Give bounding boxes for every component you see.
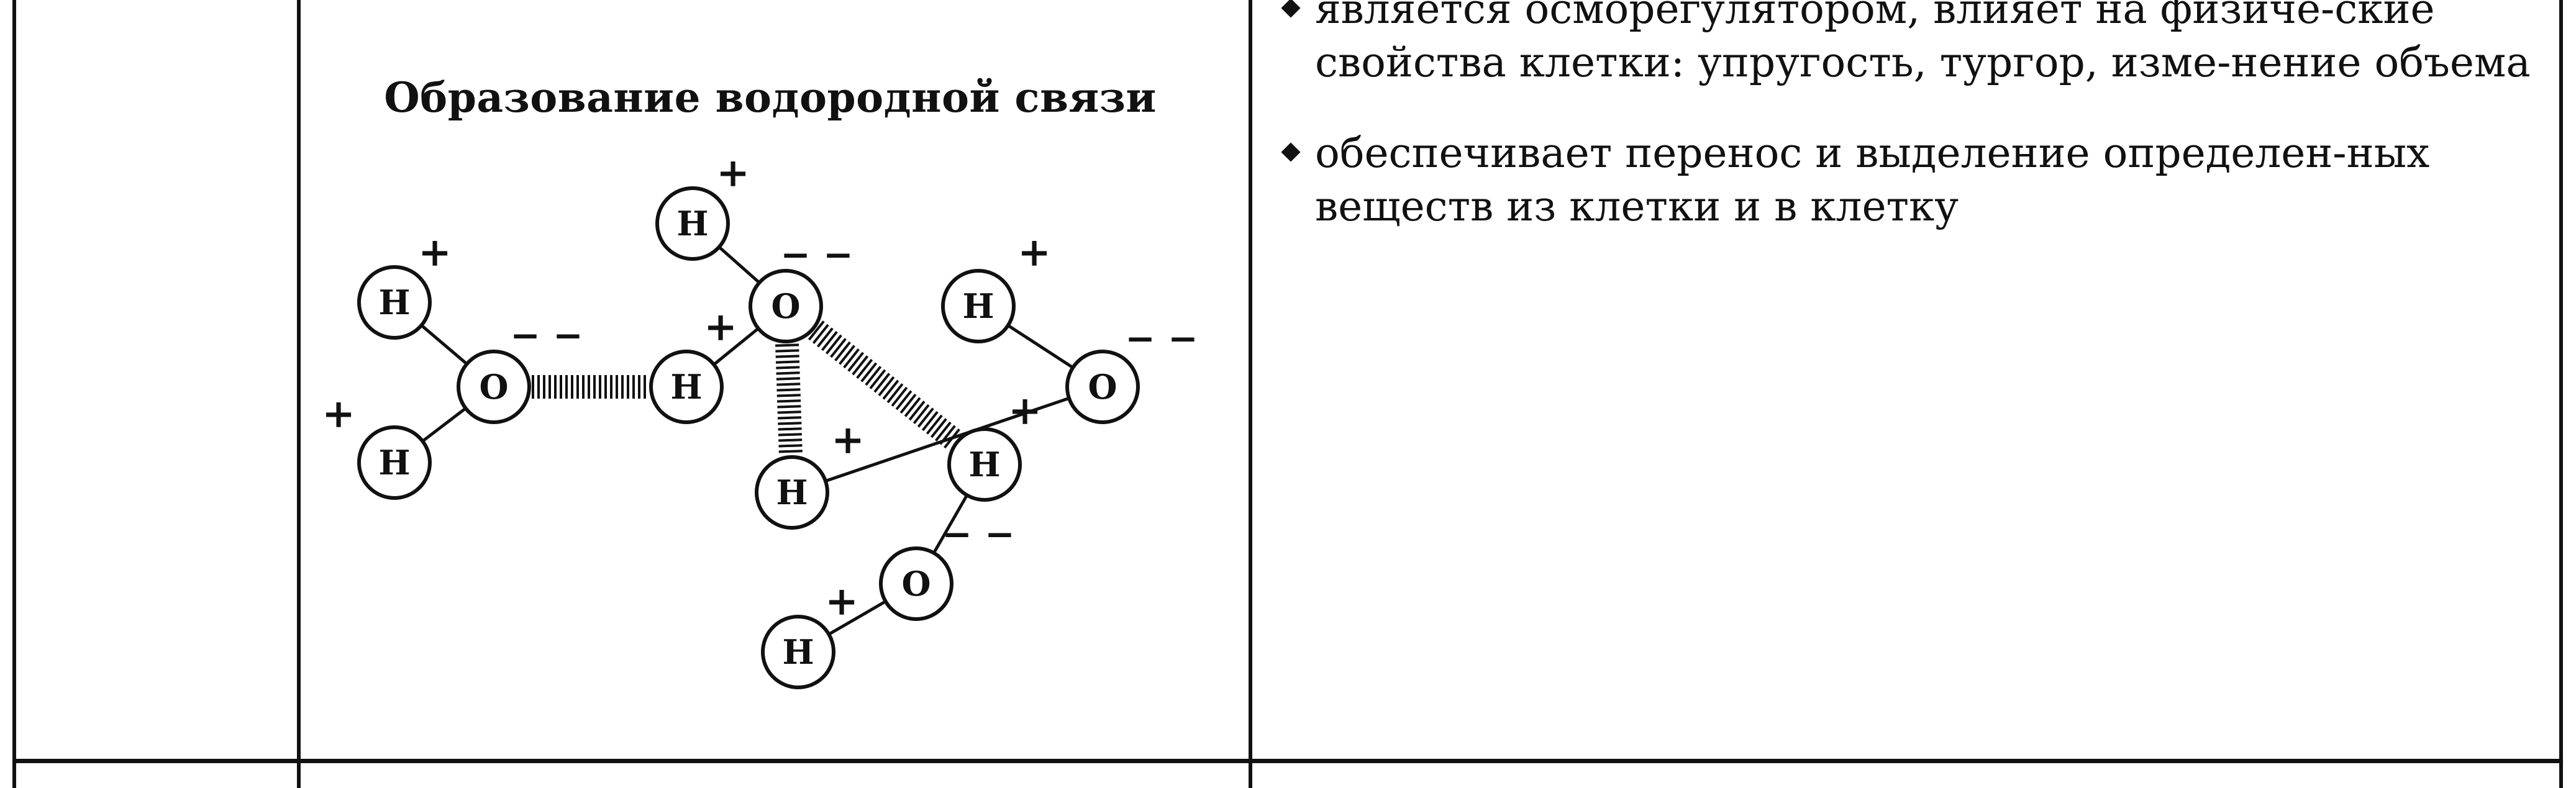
hydrogen-bond (808, 320, 960, 449)
list-item-text: обеспечивает перенос и выделение определ… (1315, 129, 2430, 230)
negative-charge: − − (510, 314, 583, 356)
positive-charge: + (825, 578, 858, 625)
list-item: является осморегулятором, влияет на физи… (1281, 0, 2550, 89)
oxygen-atom: O (1065, 350, 1140, 424)
positive-charge: + (322, 391, 355, 437)
diamond-bullet-icon (1281, 142, 1301, 162)
svg-text:O: O (901, 564, 931, 604)
svg-text:H: H (962, 286, 994, 326)
atoms: H H O H H O H H O H O H (357, 186, 1140, 689)
positive-charge: + (831, 417, 865, 463)
svg-text:H: H (676, 204, 708, 243)
svg-text:H: H (776, 473, 808, 512)
hydrogen-atom: H (357, 265, 432, 340)
svg-text:H: H (782, 632, 814, 672)
svg-text:O: O (479, 367, 508, 407)
hydrogen-atom: H (761, 615, 835, 689)
oxygen-atom: O (879, 546, 953, 621)
table-divider-2 (1249, 0, 1252, 788)
oxygen-atom: O (749, 269, 823, 343)
diagram-caption: Образование водородной связи (384, 73, 1157, 122)
svg-text:O: O (1088, 367, 1117, 407)
covalent-bond (791, 385, 1103, 494)
hydrogen-bond (775, 343, 803, 453)
positive-charge: + (716, 150, 750, 196)
hydrogen-atom: H (655, 186, 730, 261)
properties-list: является осморегулятором, влияет на физи… (1281, 0, 2550, 271)
negative-charge: − − (1125, 317, 1198, 360)
negative-charge: − − (780, 233, 853, 276)
hydrogen-atom: H (357, 425, 432, 500)
hydrogen-atom: H (755, 455, 829, 530)
hydrogen-atom: H (649, 350, 724, 424)
positive-charge: + (1008, 387, 1042, 434)
svg-text:H: H (670, 367, 702, 407)
oxygen-atom: O (457, 350, 531, 424)
list-item: обеспечивает перенос и выделение определ… (1281, 127, 2550, 233)
diamond-bullet-icon (1281, 0, 1301, 18)
svg-text:H: H (378, 443, 410, 482)
positive-charge: + (1017, 229, 1051, 276)
svg-text:O: O (771, 286, 800, 326)
charges: + + + + + + + + − − − − − − − − (322, 150, 1198, 625)
table-divider-1 (297, 0, 301, 788)
hydrogen-bonds (532, 320, 960, 453)
negative-charge: − − (942, 513, 1014, 555)
positive-charge: + (418, 229, 452, 276)
table-border-right (2559, 0, 2563, 788)
positive-charge: + (704, 304, 737, 350)
svg-text:H: H (968, 445, 1000, 484)
list-item-text: является осморегулятором, влияет на физи… (1315, 0, 2531, 86)
table-border-left (12, 0, 16, 788)
svg-text:H: H (378, 283, 410, 322)
hydrogen-atom: H (947, 427, 1022, 502)
table-row-divider (12, 759, 2563, 763)
hydrogen-bond (532, 375, 646, 399)
hydrogen-atom: H (941, 269, 1016, 343)
